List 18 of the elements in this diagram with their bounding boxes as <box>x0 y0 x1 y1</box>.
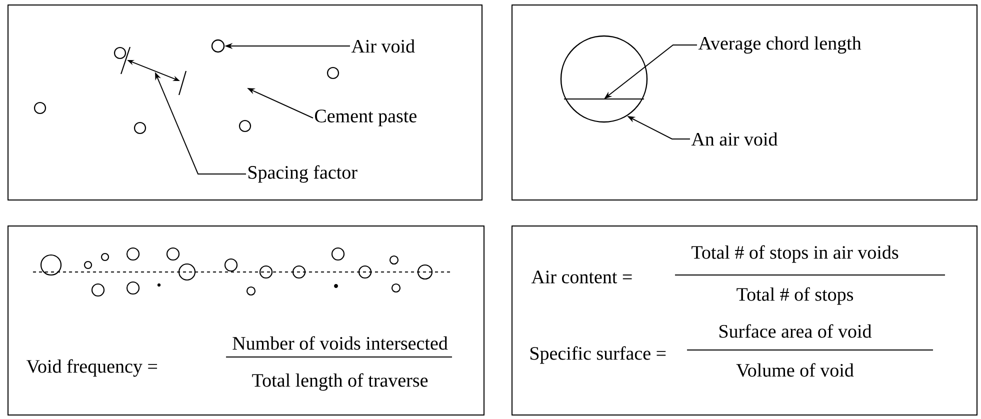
text-label: Average chord length <box>698 36 862 54</box>
formula-label: Void frequency = <box>26 359 157 377</box>
panel-box <box>512 4 978 200</box>
denominator: Volume of void <box>736 363 854 377</box>
denominator: Total # of stops <box>736 287 854 305</box>
air-void-circle <box>211 39 225 53</box>
numerator: Total # of stops in air voids <box>692 245 898 263</box>
denominator: Total length of traverse <box>252 373 428 391</box>
air-void-circle <box>560 35 648 123</box>
text-label: An air void <box>691 132 778 146</box>
text-label: Spacing factor <box>248 165 358 183</box>
text-label: Air void <box>351 39 415 53</box>
text-label: Cement paste <box>315 110 416 126</box>
numerator: Surface area of void <box>720 324 872 338</box>
formula-label: Specific surface = <box>530 346 666 364</box>
panel-box <box>8 4 482 200</box>
numerator: Number of voids intersected <box>232 336 448 350</box>
formula-label: Air content = <box>531 270 632 284</box>
